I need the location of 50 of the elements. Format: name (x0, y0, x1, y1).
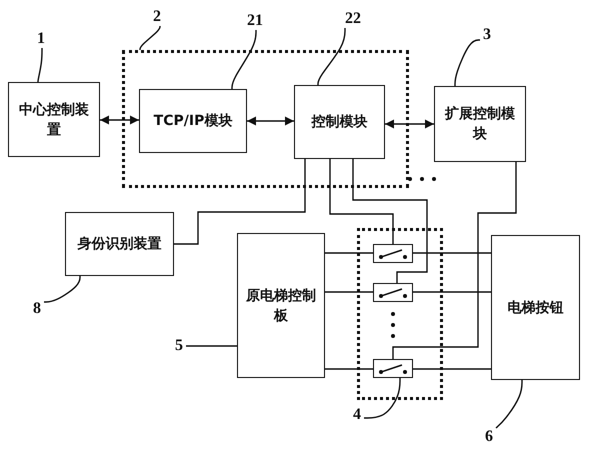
dotted-group-boundary (122, 50, 409, 188)
wire (413, 291, 491, 293)
block-label: 控制模块 (310, 113, 368, 132)
callout-number: 6 (485, 428, 493, 446)
callout-number: 5 (175, 337, 183, 355)
block-label: 原电梯控制板 (244, 286, 317, 326)
block-box (8, 82, 100, 157)
relay-switch (373, 359, 413, 378)
wire (325, 291, 373, 293)
block-box (491, 235, 580, 380)
leader-line (231, 30, 257, 89)
leader-line (139, 26, 161, 50)
leader-line (44, 276, 81, 303)
leader-line (364, 378, 401, 419)
block-label: 身份识别装置 (76, 235, 162, 254)
block-box (294, 85, 385, 159)
double-arrow (385, 120, 434, 128)
block-box (65, 212, 174, 276)
leader-line (454, 39, 480, 86)
callout-number: 3 (483, 26, 491, 44)
wire (174, 159, 306, 245)
block-box (139, 89, 247, 153)
leader-line (317, 28, 346, 85)
leader-line (496, 380, 523, 429)
block-label: 电梯按钮 (506, 298, 564, 318)
double-arrow (100, 116, 139, 124)
double-arrow (247, 116, 294, 126)
callout-number: 8 (33, 300, 41, 318)
block-box (434, 86, 526, 162)
relay-switch (373, 283, 413, 302)
leader-line (37, 48, 43, 82)
wire (325, 368, 373, 370)
block-label: 扩展控制模块 (444, 104, 516, 144)
block-box (237, 233, 325, 378)
callout-number: 21 (247, 12, 263, 30)
wire (352, 159, 428, 283)
wire (325, 252, 373, 254)
wire (329, 159, 394, 244)
block-label: TCP/IP模块 (152, 112, 234, 131)
relay-switch (373, 244, 413, 263)
leader-line (186, 345, 237, 347)
callout-number: 1 (37, 30, 45, 48)
callout-number: 2 (153, 8, 161, 26)
wire (413, 252, 491, 254)
wire (413, 368, 491, 370)
callout-number: 22 (345, 10, 361, 28)
block-label: 中心控制装置 (18, 100, 90, 140)
wire (392, 162, 517, 359)
dotted-group-boundary (357, 228, 443, 400)
callout-number: 4 (353, 406, 361, 424)
